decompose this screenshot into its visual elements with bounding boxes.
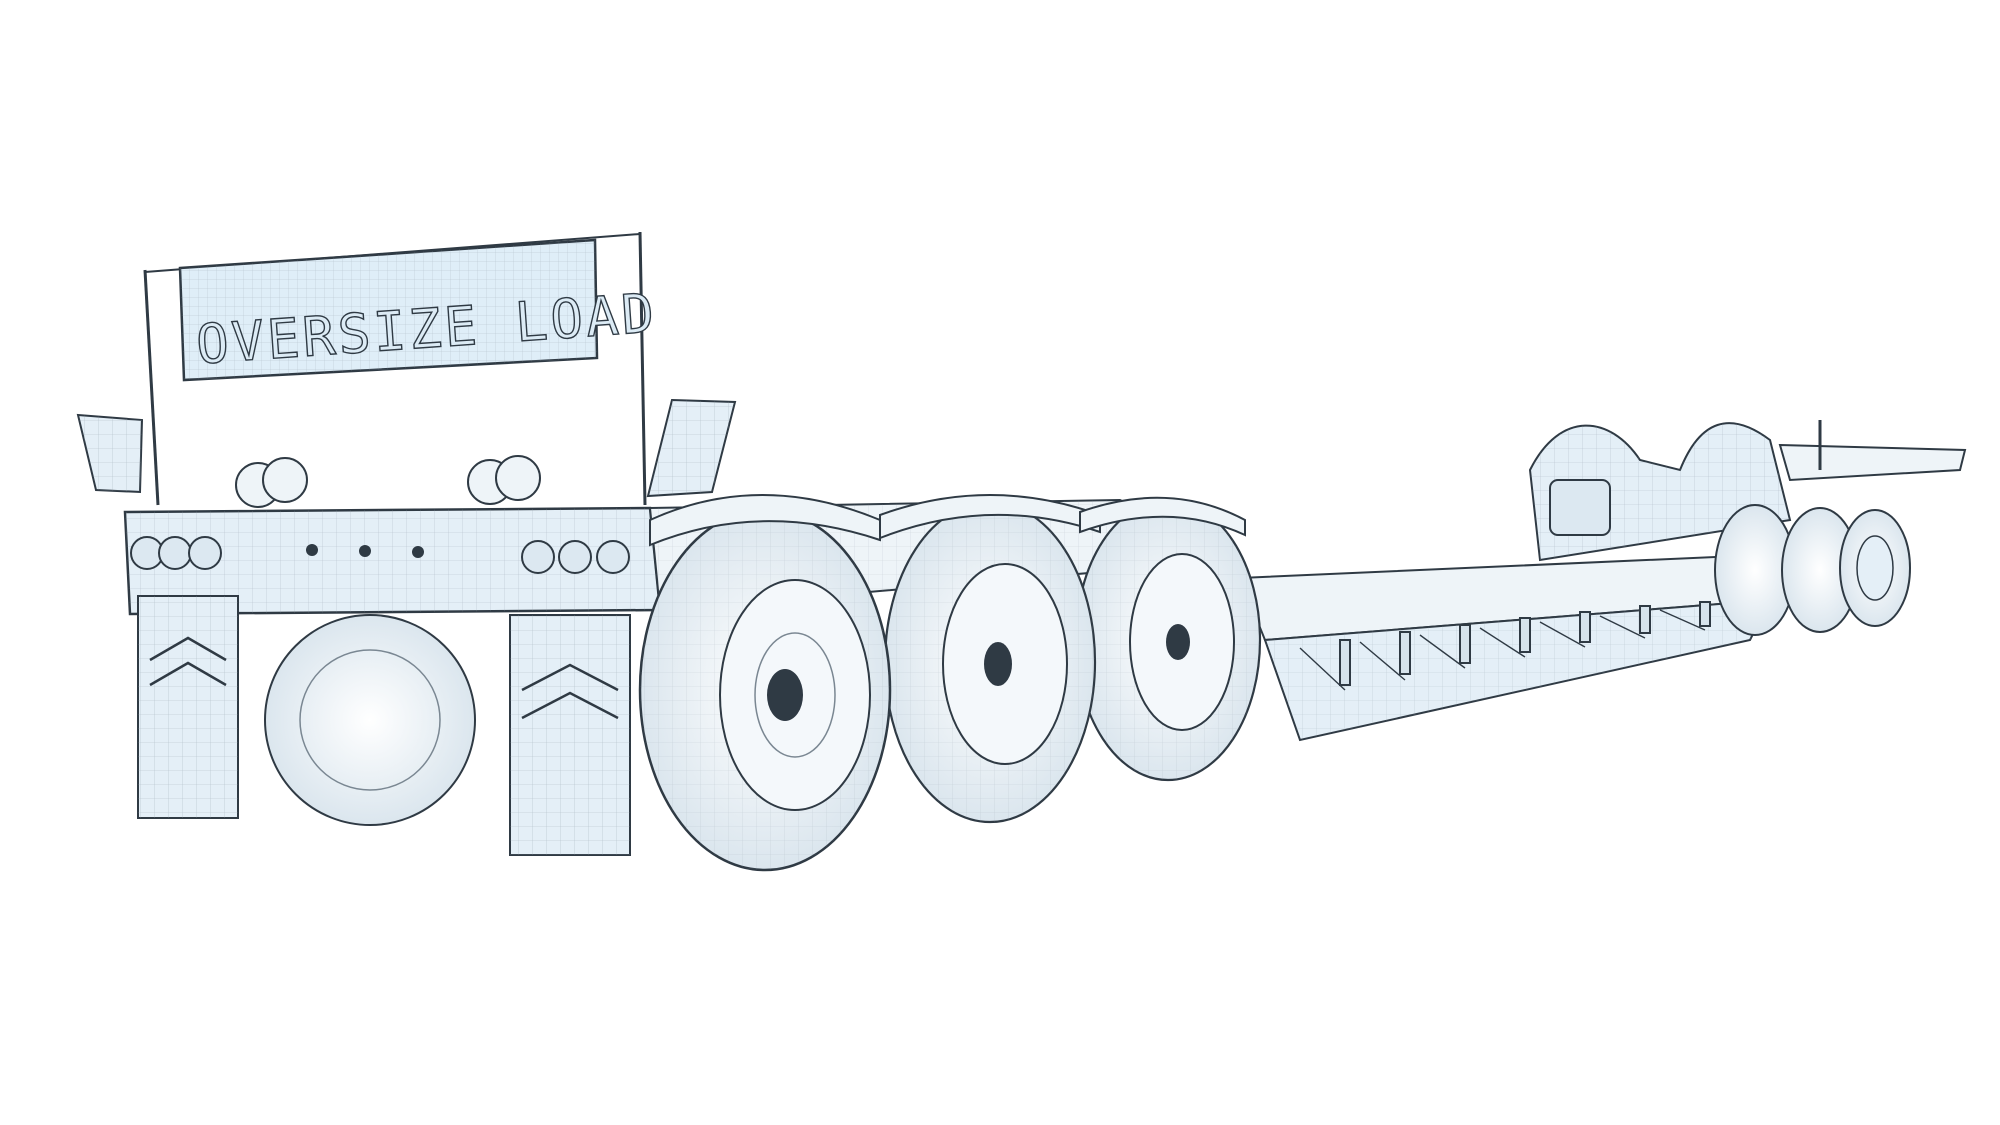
- loading-ramp-hinges: [235, 455, 541, 508]
- gooseneck-wheels: [1714, 504, 1911, 636]
- rear-inner-wheels: [264, 614, 476, 826]
- oversize-sign-assembly: OVERSIZE LOAD: [143, 231, 660, 506]
- center-markers: [306, 544, 424, 558]
- lowboy-deck: [1238, 553, 1772, 742]
- right-mudflap: [509, 614, 631, 856]
- left-mudflap: [137, 595, 239, 819]
- side-wheel-1: [638, 508, 892, 872]
- side-fenders: [649, 494, 1246, 547]
- left-tail-lights: [130, 536, 222, 570]
- right-tail-lights: [521, 540, 630, 574]
- gooseneck: [1528, 420, 1967, 562]
- chevron-up-icon: [521, 663, 619, 692]
- chevron-up-icon: [149, 636, 227, 662]
- side-wheel-3: [1074, 498, 1262, 782]
- side-wheel-2: [883, 500, 1097, 824]
